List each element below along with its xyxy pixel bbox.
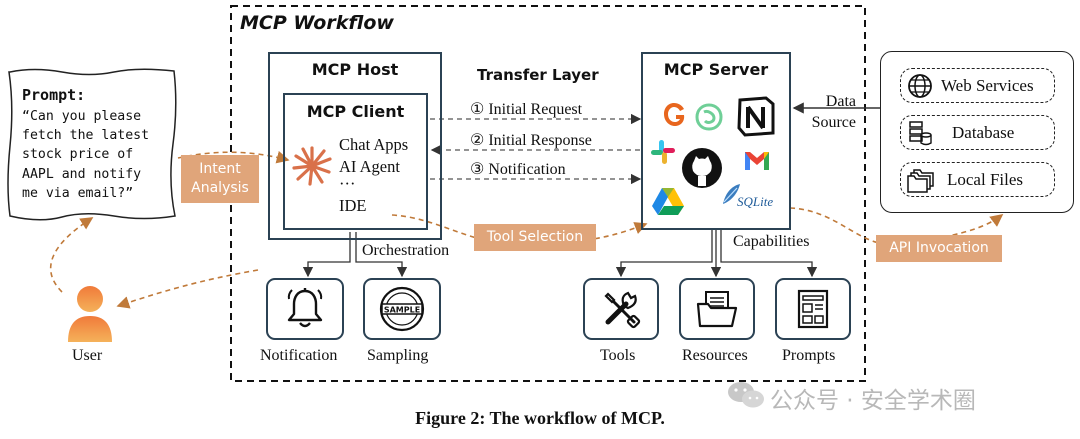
sampling-feature-label: Sampling — [367, 347, 429, 364]
tool-selection-tag: Tool Selection — [474, 224, 596, 251]
capabilities-label: Capabilities — [733, 233, 810, 250]
gmail-icon — [745, 152, 769, 170]
openai-swirl-icon — [695, 103, 723, 131]
prompt-line: fetch the latest — [22, 128, 150, 144]
prompt-text: “Can you please fetch the latest stock p… — [22, 107, 149, 203]
files-icon — [907, 169, 934, 193]
capability-prompts-arrow — [720, 230, 818, 278]
client-app-item: ··· — [339, 174, 356, 193]
user-to-prompt-arrow — [49, 217, 94, 293]
tools-icon — [604, 291, 641, 329]
tool-selection-arrow — [391, 214, 648, 245]
prompt-line: stock price of — [22, 147, 134, 163]
initial-response-label: ② Initial Response — [470, 132, 592, 149]
tools-capability-label: Tools — [600, 347, 636, 364]
client-app-item: IDE — [339, 196, 367, 215]
prompt-line: “Can you please — [22, 109, 142, 124]
data-source-label: Data Source — [812, 91, 856, 133]
data-source-box — [880, 51, 1074, 213]
initial-request-label: ① Initial Request — [470, 101, 583, 118]
orchestration-sampling-arrow — [355, 232, 408, 278]
bell-icon — [287, 288, 323, 328]
web-services-label: Web Services — [941, 76, 1034, 95]
resources-capability-label: Resources — [682, 347, 748, 364]
client-app-item: AI Agent — [339, 156, 400, 176]
data-source-label-line: Data — [825, 93, 856, 110]
notification-message-label: ③ Notification — [470, 161, 566, 178]
mcp-client-box — [283, 93, 428, 230]
sampling-feature-box: SAMPLE — [363, 278, 441, 340]
notification-feature-box — [266, 278, 344, 340]
mcp-client-title: MCP Client — [306, 102, 405, 121]
intent-analysis-line: Analysis — [191, 180, 249, 196]
transfer-layer-title: Transfer Layer — [477, 66, 599, 84]
sample-stamp-text: SAMPLE — [384, 306, 420, 315]
figure-caption: Figure 2: The workflow of MCP. — [415, 408, 665, 428]
ai-starburst-icon — [292, 146, 332, 186]
local-files-label: Local Files — [947, 170, 1024, 189]
workflow-title: MCP Workflow — [240, 12, 394, 34]
notion-icon — [737, 96, 775, 137]
prompt-line: AAPL and notify — [22, 166, 142, 182]
prompt-line: me via email?” — [22, 185, 134, 201]
sample-stamp-icon: SAMPLE — [379, 286, 425, 332]
intent-analysis-line: Intent — [199, 161, 241, 177]
prompt-template-icon — [797, 289, 829, 329]
mcp-server-box — [641, 52, 791, 230]
database-server-icon — [909, 121, 932, 146]
slack-icon — [651, 140, 675, 164]
orchestration-label: Orchestration — [362, 242, 450, 259]
api-invocation-label: API Invocation — [889, 240, 989, 256]
notification-feature-label: Notification — [260, 347, 338, 364]
grafana-icon — [664, 103, 685, 126]
folder-documents-icon — [696, 291, 738, 328]
prompt-label: Prompt: — [22, 86, 86, 104]
tools-capability-box — [583, 278, 659, 340]
sqlite-label: SQLite — [737, 194, 774, 209]
wechat-icon — [728, 382, 764, 408]
orchestration-notification-arrow — [302, 232, 351, 278]
database-label: Database — [952, 123, 1015, 142]
prompts-capability-label: Prompts — [782, 347, 836, 364]
prompts-capability-box — [775, 278, 851, 340]
google-drive-icon — [652, 188, 684, 215]
host-to-user-arrow — [116, 269, 259, 309]
resources-capability-box — [679, 278, 755, 340]
user-label: User — [72, 347, 103, 364]
user-icon — [68, 286, 112, 342]
capability-tools-arrow — [615, 230, 713, 278]
client-app-item: Chat Apps — [339, 135, 409, 154]
mcp-server-title: MCP Server — [663, 60, 769, 79]
mcp-host-title: MCP Host — [311, 60, 399, 79]
data-source-label-line: Source — [811, 114, 856, 131]
github-icon — [682, 148, 722, 188]
mcp-host-box — [268, 52, 442, 240]
api-invocation-tag: API Invocation — [876, 235, 1002, 262]
watermark-text: 公众号 · 安全学术圈 — [770, 388, 976, 414]
client-app-list: Chat Apps AI Agent ··· IDE — [339, 134, 408, 217]
intent-analysis-tag: Intent Analysis — [181, 155, 259, 203]
globe-icon — [908, 74, 932, 98]
tool-selection-label: Tool Selection — [486, 229, 584, 245]
prompt-box — [7, 68, 177, 221]
sqlite-feather-icon — [723, 184, 740, 204]
